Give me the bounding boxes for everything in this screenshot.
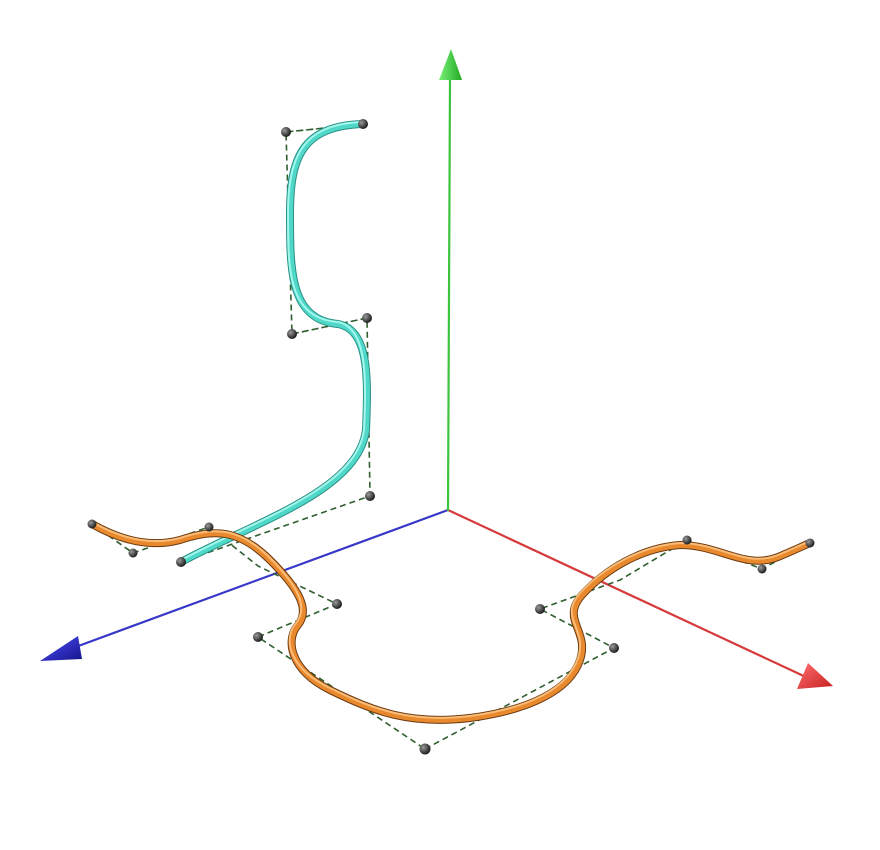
control-point <box>87 519 97 529</box>
y-axis-shaft <box>446 78 452 512</box>
control-point <box>419 743 431 755</box>
control-points <box>87 119 815 755</box>
control-point <box>176 557 186 567</box>
vertical-spline <box>179 120 371 565</box>
control-point <box>128 548 138 558</box>
control-point <box>757 564 767 574</box>
x-axis-shaft <box>446 508 810 680</box>
y-axis-arrowhead <box>439 49 462 80</box>
axes-group <box>40 49 833 689</box>
floor-spline <box>88 520 814 724</box>
control-point <box>365 491 375 501</box>
control-point <box>287 329 297 339</box>
control-point <box>535 604 545 614</box>
z-axis-arrowhead <box>40 636 82 661</box>
control-point <box>609 643 619 653</box>
z-axis-shaft <box>60 508 450 654</box>
control-point <box>281 127 291 137</box>
control-point <box>362 313 372 323</box>
control-polygons <box>91 123 811 750</box>
control-point <box>332 599 342 609</box>
control-point <box>805 538 815 548</box>
control-point <box>358 119 368 129</box>
control-point <box>204 522 214 532</box>
control-point <box>682 535 692 545</box>
control-point <box>253 632 263 642</box>
x-axis-arrowhead <box>797 663 833 689</box>
vertical-control-polygon <box>180 123 371 563</box>
